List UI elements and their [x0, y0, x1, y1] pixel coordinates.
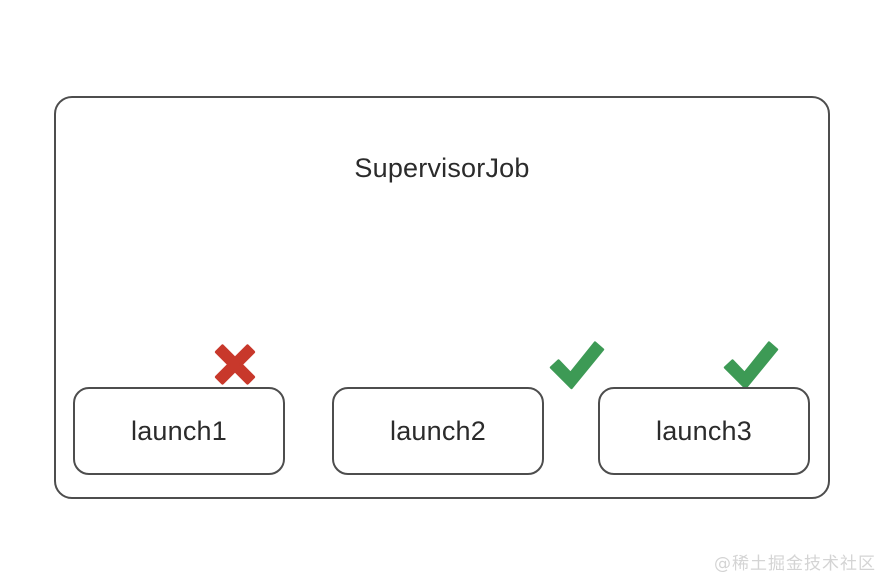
supervisor-job-title: SupervisorJob — [354, 153, 530, 183]
job-label-launch3: launch3 — [656, 416, 752, 446]
supervisor-job-container: SupervisorJob launch1 — [54, 96, 830, 499]
job-label-launch1: launch1 — [131, 416, 227, 446]
check-mark-icon — [722, 339, 780, 391]
job-box-launch2[interactable]: launch2 — [332, 387, 544, 475]
job-box-launch3[interactable]: launch3 — [598, 387, 810, 475]
job-label-launch2: launch2 — [390, 416, 486, 446]
job-slot-launch1: launch1 — [73, 344, 285, 475]
job-slot-launch3: launch3 — [598, 341, 810, 475]
child-jobs-row: launch1 launch2 — [56, 341, 828, 479]
job-box-launch1[interactable]: launch1 — [73, 387, 285, 475]
check-mark-icon — [548, 339, 606, 391]
job-slot-launch2: launch2 — [332, 341, 605, 475]
watermark-text: @稀土掘金技术社区 — [714, 554, 876, 574]
cross-mark-icon — [212, 341, 258, 387]
